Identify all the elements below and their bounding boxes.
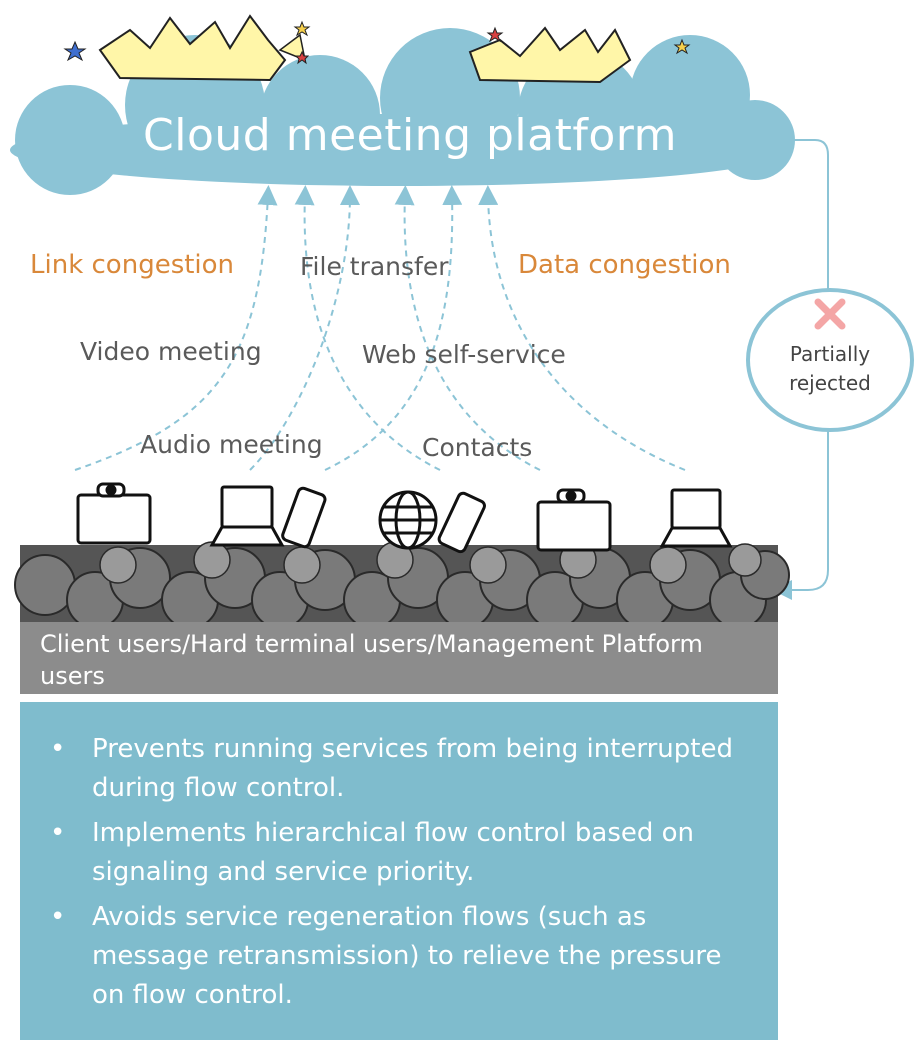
file-transfer-label: File transfer: [300, 252, 449, 281]
audio-meeting-label: Audio meeting: [140, 430, 323, 459]
rejection-line-1: Partially: [789, 342, 871, 366]
platform-title: Cloud meeting platform: [143, 110, 677, 161]
laptop-icon: [659, 488, 733, 548]
users-bar: Client users/Hard terminal users/Managem…: [20, 622, 778, 694]
phone-icon: [281, 486, 327, 549]
user-crowd: [14, 541, 790, 629]
congestion-burst-left: [98, 14, 307, 82]
phone-icon: [437, 491, 486, 554]
rejection-line-2: rejected: [789, 371, 871, 395]
star-icon: [63, 20, 691, 65]
video-meeting-label: Video meeting: [80, 337, 262, 366]
congestion-burst-right: [468, 26, 632, 84]
benefit-item: • Prevents running services from being in…: [42, 730, 758, 808]
benefit-item: • Avoids service regeneration flows (such…: [42, 898, 758, 1015]
contacts-label: Contacts: [422, 433, 533, 462]
users-label: Client users/Hard terminal users/Managem…: [40, 630, 703, 690]
bullet-dot: •: [50, 734, 66, 764]
web-self-service-label: Web self-service: [362, 340, 566, 369]
rejection-label: Partially rejected: [735, 340, 915, 398]
benefit-item: • Implements hierarchical flow control ba…: [42, 814, 758, 892]
bullet-dot: •: [50, 902, 66, 932]
link-congestion-label: Link congestion: [30, 250, 235, 280]
reject-x-icon: [814, 298, 846, 330]
service-flow-arrows: [74, 185, 686, 471]
benefits-list: • Prevents running services from being in…: [20, 702, 778, 1015]
rejection-ellipse: [746, 288, 914, 432]
cloud-shape: [10, 28, 795, 195]
bullet-dot: •: [50, 818, 66, 848]
benefits-box: • Prevents running services from being in…: [20, 702, 778, 1040]
benefit-text: Avoids service regeneration flows (such …: [92, 902, 722, 1010]
benefit-text: Implements hierarchical flow control bas…: [92, 818, 695, 887]
benefit-text: Prevents running services from being int…: [92, 734, 733, 803]
video-terminal-icon: [536, 488, 612, 552]
video-terminal-icon: [76, 482, 152, 545]
globe-icon: [378, 490, 438, 550]
laptop-icon: [209, 485, 285, 547]
data-congestion-label: Data congestion: [518, 250, 731, 280]
